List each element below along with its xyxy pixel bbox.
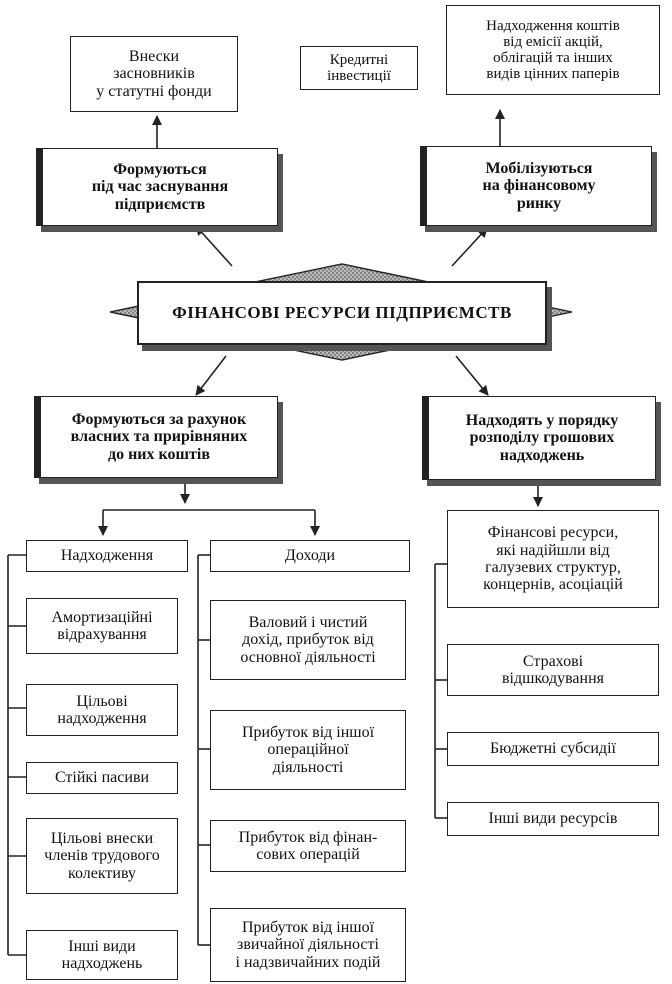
left-header: Надходження: [26, 540, 188, 572]
left-item: Амортизаційні відрахування: [26, 598, 178, 654]
mid-item: Валовий і чистий дохід, прибуток від осн…: [210, 600, 406, 680]
mid-header: Доходи: [210, 540, 410, 572]
mid-item: Прибуток від іншої звичайної діяльності …: [210, 908, 406, 982]
right-item: Інші види ресурсів: [447, 802, 659, 836]
mobilized-box: Мобілізуються на фінансовому ринку: [420, 146, 652, 226]
founders-contrib-box: Внески засновників у статутні фонди: [70, 36, 238, 112]
center-title: ФІНАНСОВІ РЕСУРСИ ПІДПРИЄМСТВ: [137, 281, 547, 345]
right-item: Бюджетні субсидії: [447, 732, 659, 766]
mid-item: Прибуток від фінан- сових операцій: [210, 820, 406, 872]
own-funds-box: Формуються за рахунок власних та прирівн…: [34, 396, 278, 478]
credit-investments-box: Кредитні інвестиції: [300, 46, 418, 90]
formed-founding-box: Формуються під час заснування підприємст…: [36, 148, 278, 226]
left-item: Інші види надходжень: [26, 930, 178, 980]
left-item: Стійкі пасиви: [26, 762, 178, 794]
redistribution-box: Надходять у порядку розподілу грошових н…: [422, 396, 656, 480]
left-item: Цільові надходження: [26, 684, 178, 736]
right-item: Фінансові ресурси, які надійшли від галу…: [447, 510, 659, 608]
left-item: Цільові внески членів трудового колектив…: [26, 818, 178, 894]
mid-item: Прибуток від іншої операційної діяльност…: [210, 710, 406, 790]
right-item: Страхові відшкодування: [447, 644, 659, 696]
securities-box: Надходження коштів від емісії акцій, обл…: [446, 5, 660, 95]
